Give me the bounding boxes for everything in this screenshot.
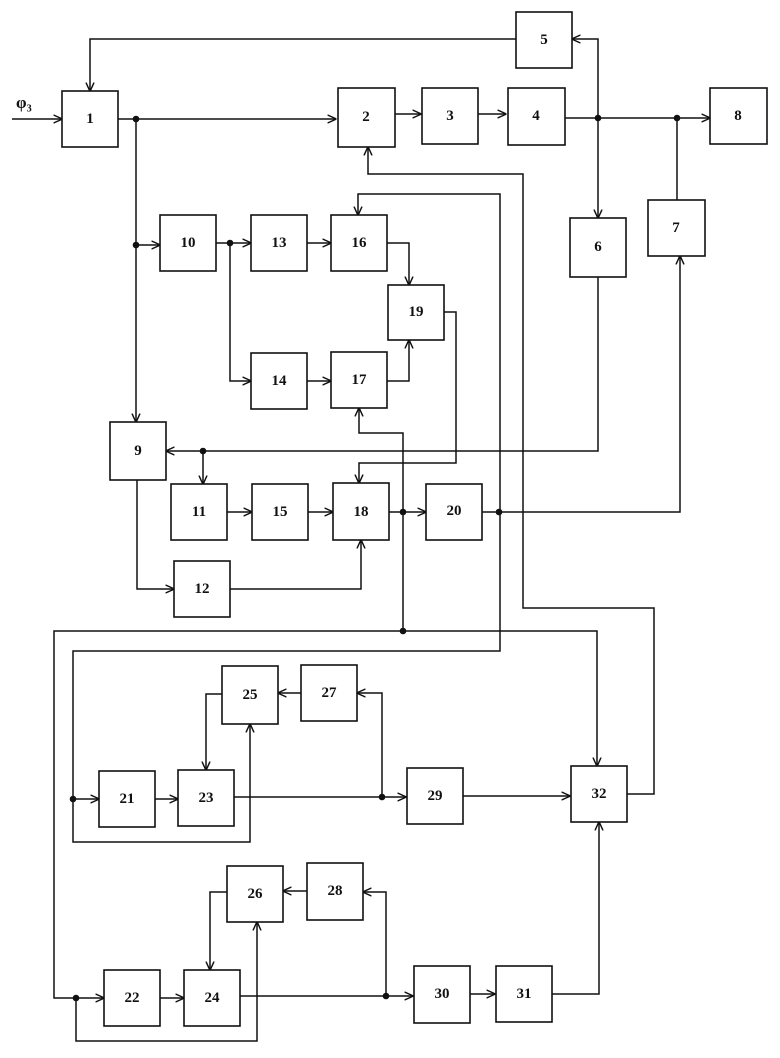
- block-32-label: 32: [592, 786, 607, 802]
- block-27: 27: [301, 665, 357, 721]
- block-3: 3: [422, 88, 478, 144]
- block-14-label: 14: [272, 373, 288, 389]
- block-13-label: 13: [272, 235, 287, 251]
- junction-dot: [379, 794, 386, 801]
- block-4-label: 4: [532, 108, 540, 124]
- block-31-label: 31: [517, 986, 532, 1002]
- junction-dot: [200, 448, 207, 455]
- junction-dot: [383, 993, 390, 1000]
- block-29-label: 29: [428, 788, 443, 804]
- block-17: 17: [331, 352, 387, 408]
- block-12: 12: [174, 561, 230, 617]
- block-30-label: 30: [435, 986, 450, 1002]
- block-20: 20: [426, 484, 482, 540]
- block-14: 14: [251, 353, 307, 409]
- block-26: 26: [227, 866, 283, 922]
- block-2-label: 2: [362, 109, 370, 125]
- block-25-label: 25: [243, 687, 258, 703]
- block-11-label: 11: [192, 504, 206, 520]
- junction-dot: [496, 509, 503, 516]
- block-18-label: 18: [354, 504, 369, 520]
- block-11: 11: [171, 484, 227, 540]
- junction-dot: [595, 115, 602, 122]
- junction-dot: [133, 116, 140, 123]
- block-6: 6: [570, 218, 626, 277]
- block-16-label: 16: [352, 235, 368, 251]
- block-21: 21: [99, 771, 155, 827]
- block-28-label: 28: [328, 883, 343, 899]
- block-29: 29: [407, 768, 463, 824]
- junction-dot: [400, 509, 407, 516]
- block-23: 23: [178, 770, 234, 826]
- block-8: 8: [710, 88, 767, 144]
- block-4: 4: [508, 88, 565, 145]
- block-23-label: 23: [199, 790, 214, 806]
- block-20-label: 20: [447, 503, 462, 519]
- block-5: 5: [516, 12, 572, 68]
- block-19-label: 19: [409, 304, 424, 320]
- block-13: 13: [251, 215, 307, 271]
- block-9: 9: [110, 422, 166, 480]
- block-12-label: 12: [195, 581, 210, 597]
- block-3-label: 3: [446, 108, 454, 124]
- block-15-label: 15: [273, 504, 288, 520]
- input-label: φ₃: [16, 93, 32, 112]
- block-26-label: 26: [248, 886, 264, 902]
- junction-dot: [400, 628, 407, 635]
- block-32: 32: [571, 766, 627, 822]
- block-22: 22: [104, 970, 160, 1026]
- block-27-label: 27: [322, 685, 338, 701]
- block-24: 24: [184, 970, 240, 1026]
- block-17-label: 17: [352, 372, 368, 388]
- junction-dot: [674, 115, 681, 122]
- block-30: 30: [414, 966, 470, 1023]
- block-18: 18: [333, 483, 389, 540]
- junction-dot: [70, 796, 77, 803]
- block-21-label: 21: [120, 791, 135, 807]
- block-31: 31: [496, 966, 552, 1022]
- block-8-label: 8: [734, 108, 742, 124]
- block-10-label: 10: [181, 235, 196, 251]
- block-1-label: 1: [86, 111, 94, 127]
- block-6-label: 6: [594, 239, 602, 255]
- block-2: 2: [338, 88, 395, 147]
- junction-dot: [133, 242, 140, 249]
- block-7: 7: [648, 200, 705, 256]
- block-25: 25: [222, 666, 278, 724]
- block-22-label: 22: [125, 990, 140, 1006]
- block-5-label: 5: [540, 32, 548, 48]
- block-10: 10: [160, 215, 216, 271]
- block-15: 15: [252, 484, 308, 540]
- junction-dot: [73, 995, 80, 1002]
- junction-dot: [227, 240, 234, 247]
- block-1: 1: [62, 91, 118, 147]
- block-9-label: 9: [134, 443, 142, 459]
- block-19: 19: [388, 285, 444, 340]
- block-24-label: 24: [205, 990, 221, 1006]
- blocks: 1 2 3 4 5 6 7 8 9 10 11 12 13 14 15 16 1…: [62, 12, 767, 1026]
- block-16: 16: [331, 215, 387, 271]
- block-28: 28: [307, 863, 363, 920]
- block-7-label: 7: [672, 220, 680, 236]
